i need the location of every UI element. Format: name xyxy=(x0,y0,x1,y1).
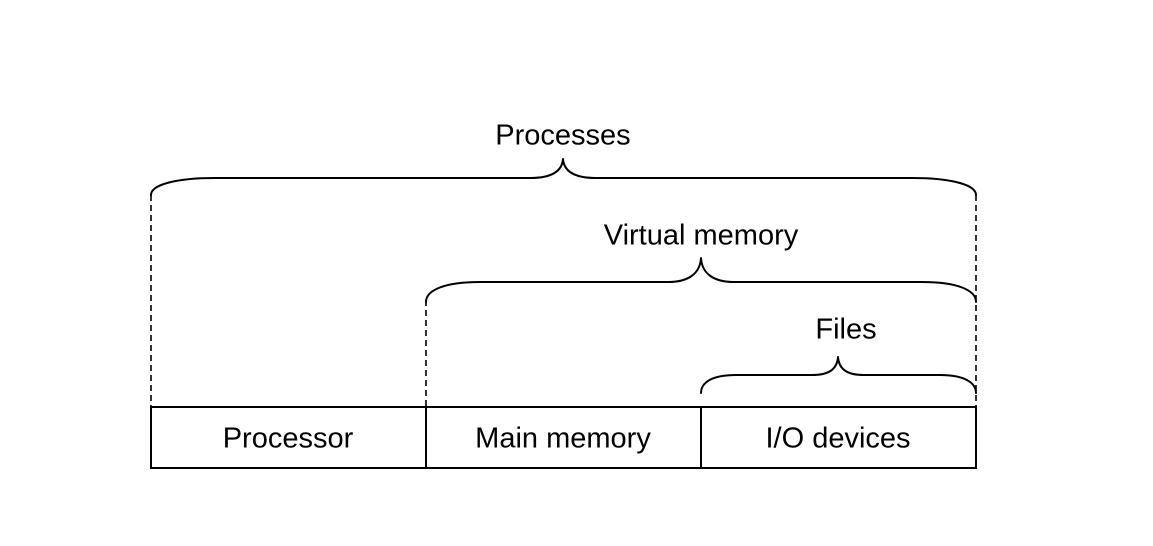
io-devices-box xyxy=(700,406,977,469)
files-brace xyxy=(700,356,977,394)
processes-brace xyxy=(150,158,977,196)
virtual-memory-label: Virtual memory xyxy=(604,220,799,252)
processes-group: Processes xyxy=(150,120,977,407)
main-memory-label: Main memory xyxy=(475,423,651,455)
io-devices-label: I/O devices xyxy=(765,423,910,455)
files-label: Files xyxy=(815,314,876,346)
processes-label: Processes xyxy=(495,120,630,152)
virtual-memory-group: Virtual memory xyxy=(425,220,977,407)
virtual-memory-brace xyxy=(425,257,977,303)
processor-label: Processor xyxy=(223,423,354,455)
hardware-components-row: Processor Main memory I/O devices xyxy=(150,406,977,469)
files-group: Files xyxy=(700,314,977,394)
